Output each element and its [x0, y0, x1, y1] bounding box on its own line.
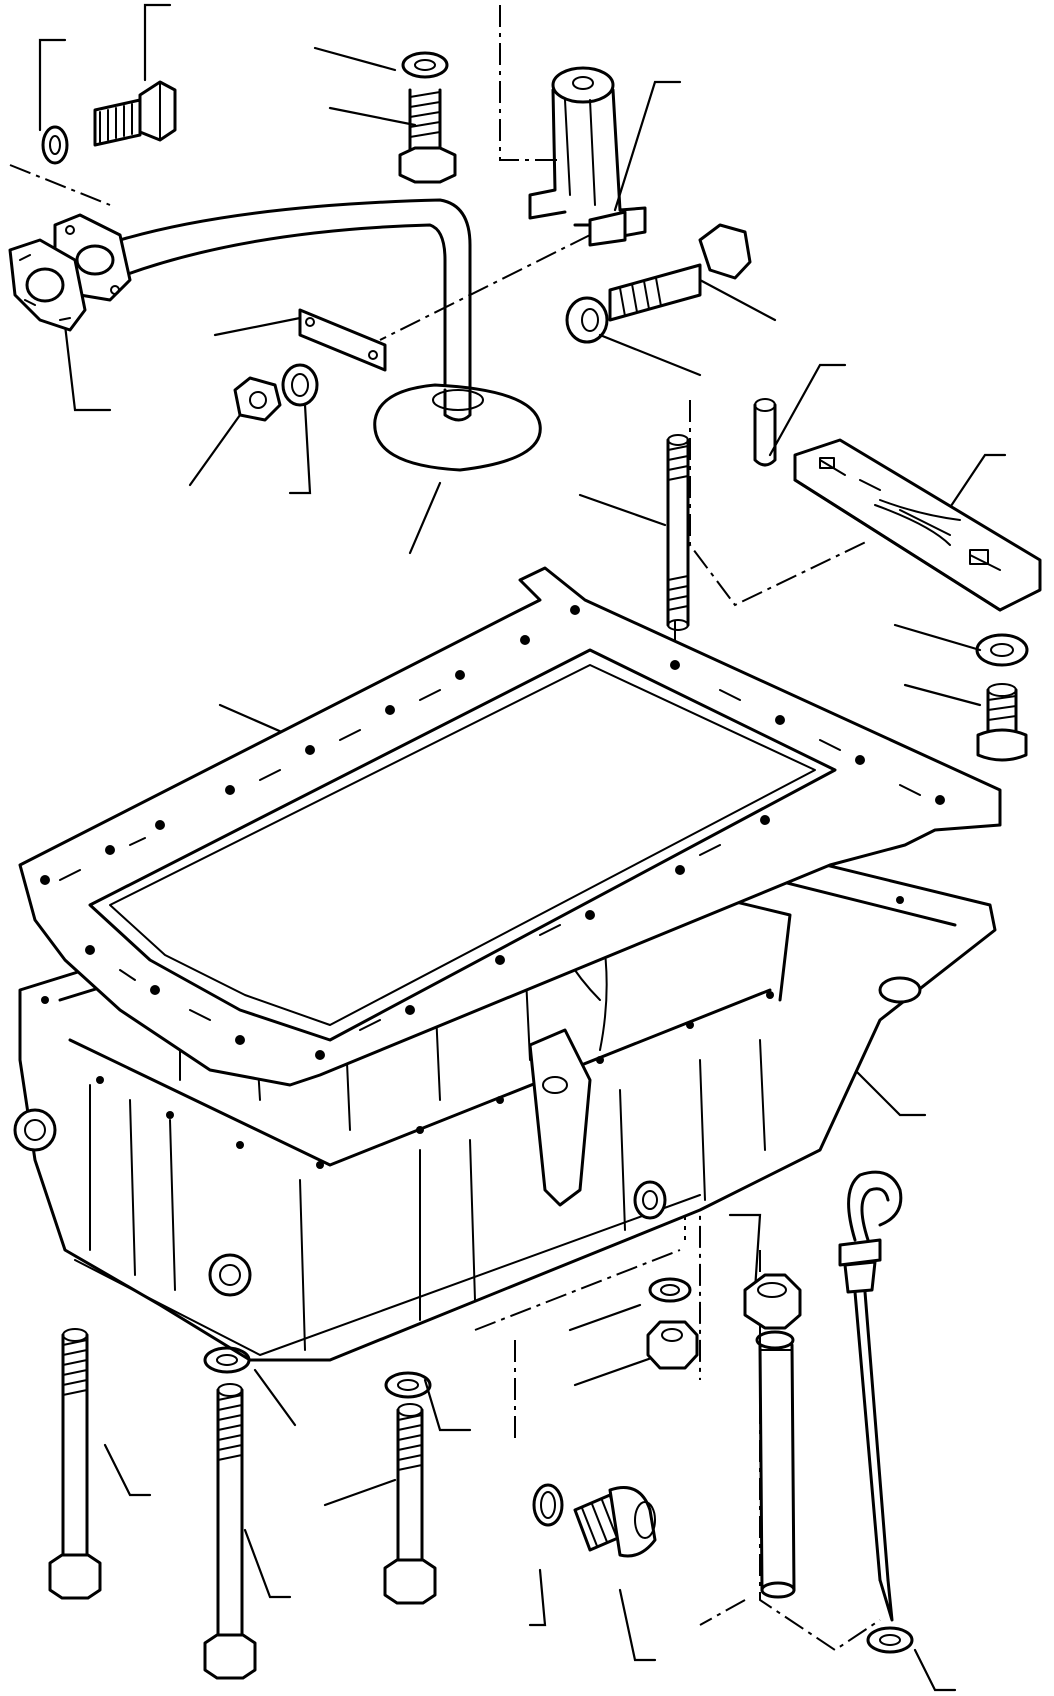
- bolt-left-3: [383, 1403, 437, 1605]
- roll-pin: [753, 398, 777, 467]
- dipstick-tube: [743, 1273, 802, 1599]
- dipstick: [838, 1170, 903, 1622]
- nut-small: [233, 376, 282, 422]
- callout-leaders: [38, 3, 1007, 1692]
- washer-bolt-2: [203, 1346, 251, 1374]
- pickup-bracket: [528, 66, 647, 247]
- pan-gasket: [18, 566, 1002, 1087]
- drain-plug: [573, 1486, 657, 1558]
- lock-washer-left: [41, 125, 69, 165]
- bracket-plate: [298, 308, 387, 372]
- washer-dipstick: [866, 1626, 914, 1654]
- washer-bolt-3: [384, 1371, 432, 1399]
- bolt-left-1: [48, 1328, 102, 1600]
- drain-plug-seal: [532, 1483, 564, 1527]
- bolt-left-2: [203, 1383, 257, 1680]
- flange-gasket: [8, 238, 87, 332]
- stud: [666, 434, 690, 631]
- pickup-strainer: [373, 383, 542, 472]
- washer-right: [975, 633, 1029, 667]
- screw-right: [976, 683, 1028, 762]
- gasket-bolt-holes: [40, 605, 945, 1060]
- washer-center: [648, 1277, 692, 1303]
- pan-center-boss: [528, 1028, 592, 1207]
- washer-bolt-right: [565, 296, 609, 344]
- baffle-bar: [793, 438, 1042, 612]
- flange-bolt: [93, 80, 177, 147]
- screw-top: [398, 51, 457, 184]
- long-bolt-right: [608, 223, 752, 322]
- nut-center: [646, 1320, 699, 1370]
- washer-small: [281, 363, 319, 407]
